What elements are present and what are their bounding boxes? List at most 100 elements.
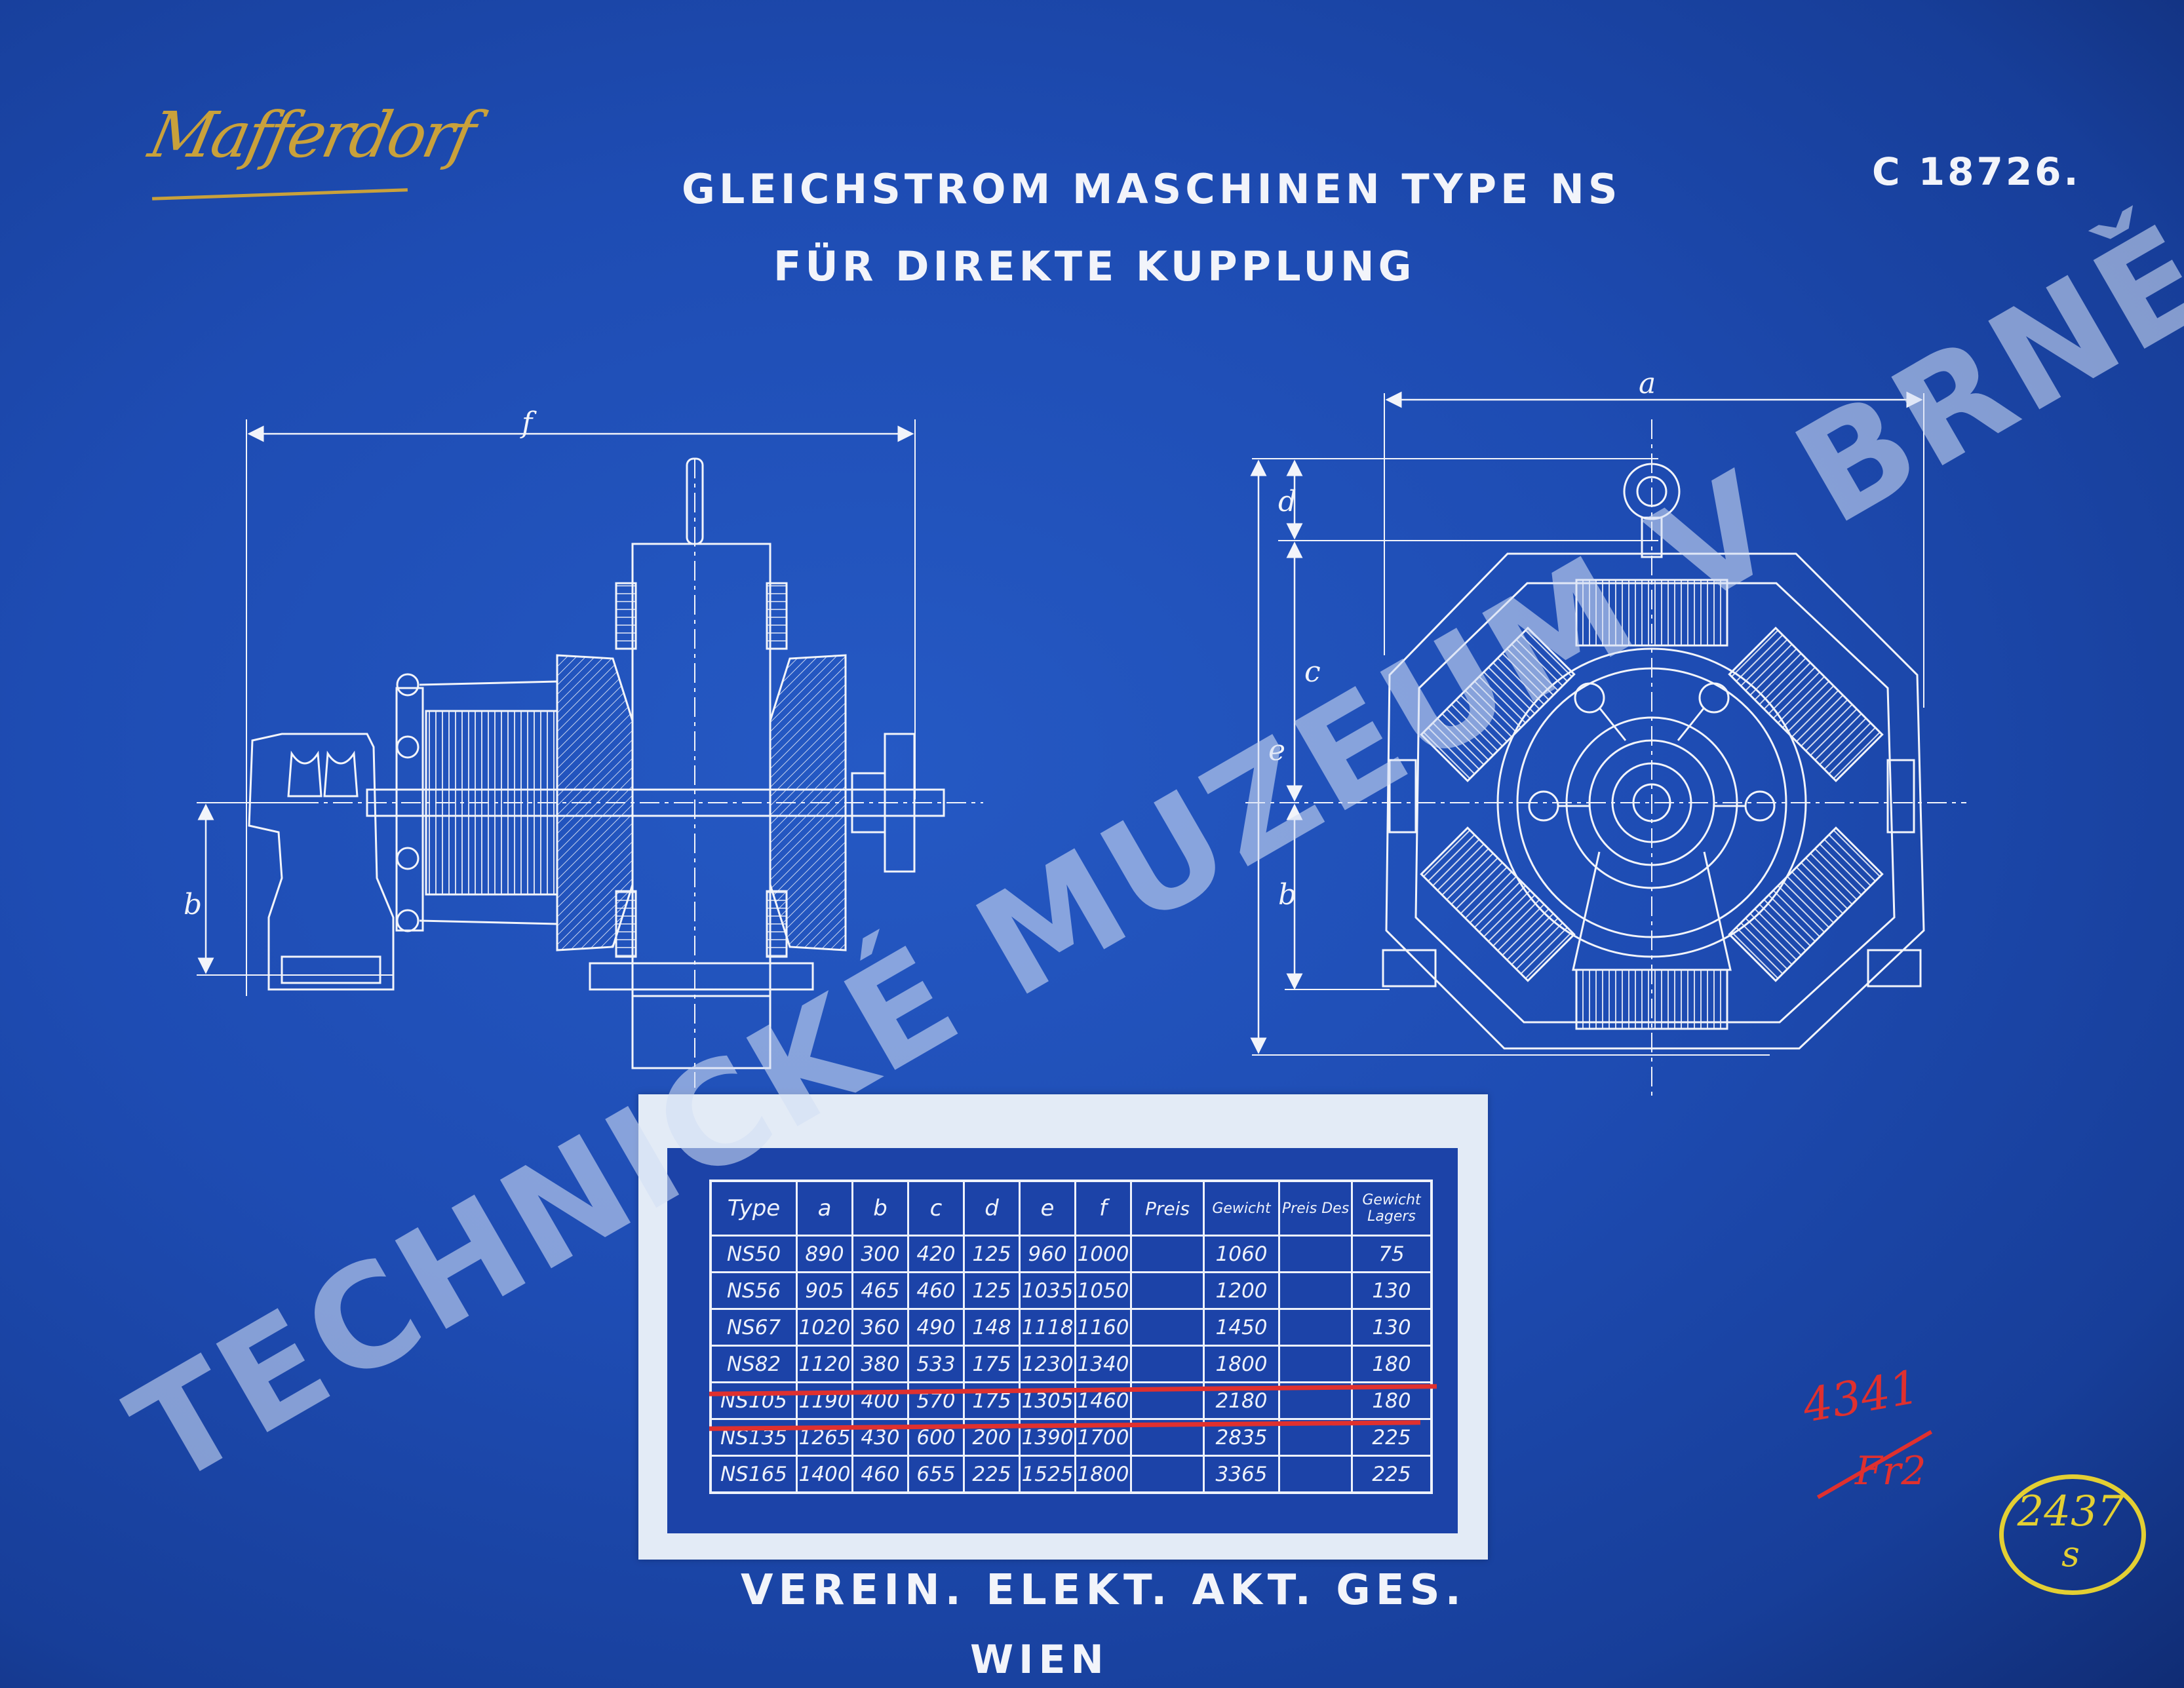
cell-gewicht-lager: 130 <box>1351 1308 1433 1347</box>
coil-bottom-left <box>615 890 637 958</box>
bearing-oil-ring-1 <box>287 750 322 797</box>
cell-preis-lager <box>1278 1418 1353 1457</box>
red-reference-sub: Fr2 <box>1855 1448 1926 1494</box>
shield-bolt-1 <box>1574 682 1605 714</box>
base-plinth <box>631 988 771 1069</box>
left-foot <box>1382 949 1437 988</box>
cell-b: 380 <box>851 1345 909 1383</box>
machine-base <box>589 962 814 991</box>
cell-c: 570 <box>907 1381 965 1420</box>
cell-f: 1340 <box>1074 1345 1132 1383</box>
header-d: d <box>963 1180 1021 1237</box>
cell-f: 1800 <box>1074 1455 1132 1494</box>
cell-preis-lager <box>1278 1235 1353 1273</box>
coil-top-left <box>615 582 637 650</box>
header-c: c <box>907 1180 965 1237</box>
cell-preis-lager <box>1278 1308 1353 1347</box>
pedestal-foot <box>281 955 381 984</box>
cell-gewicht: 3365 <box>1203 1455 1280 1494</box>
table-row: NS67 1020 360 490 148 1118 1160 1450 130 <box>709 1308 1433 1347</box>
cell-gewicht: 2180 <box>1203 1381 1280 1420</box>
header-a: a <box>796 1180 853 1237</box>
header-gewicht-lager: Gewicht Lagers <box>1351 1180 1433 1237</box>
cell-gewicht-lager: 225 <box>1351 1418 1433 1457</box>
cell-a: 1265 <box>796 1418 853 1457</box>
brush-bolt-2 <box>396 735 419 759</box>
brush-bolt-1 <box>396 673 419 697</box>
cell-type: NS165 <box>709 1455 798 1494</box>
table-row: NS56 905 465 460 125 1035 1050 1200 130 <box>709 1271 1433 1310</box>
archive-stamp-circle <box>1999 1474 2146 1595</box>
cell-gewicht: 2835 <box>1203 1418 1280 1457</box>
pole-bottom <box>1575 969 1728 1030</box>
label-b-side: b <box>184 888 202 921</box>
brush-bolt-3 <box>396 847 419 870</box>
cell-b: 465 <box>851 1271 909 1310</box>
table-row: NS135 1265 430 600 200 1390 1700 2835 22… <box>709 1418 1433 1457</box>
label-b-front: b <box>1278 878 1297 911</box>
dimension-table: Type a b c d e f Preis Gewicht Preis Des… <box>709 1180 1433 1494</box>
cell-gewicht: 1800 <box>1203 1345 1280 1383</box>
coil-top-right <box>766 582 788 650</box>
left-lug <box>1388 759 1417 834</box>
commutator <box>425 710 558 896</box>
cell-preis <box>1130 1455 1205 1494</box>
cell-f: 1160 <box>1074 1308 1132 1347</box>
right-lug <box>1886 759 1915 834</box>
cell-c: 600 <box>907 1418 965 1457</box>
cell-c: 420 <box>907 1235 965 1273</box>
lifting-eyebolt <box>686 457 704 545</box>
cell-c: 460 <box>907 1271 965 1310</box>
pole-top <box>1575 579 1728 647</box>
header-e: e <box>1019 1180 1076 1237</box>
manufacturer-name: VEREIN. ELEKT. AKT. GES. <box>741 1566 1466 1615</box>
cell-type: NS67 <box>709 1308 798 1347</box>
label-e: e <box>1268 734 1285 767</box>
armature-ring <box>1516 667 1787 938</box>
cell-e: 1230 <box>1019 1345 1076 1383</box>
bearing-housing <box>1565 716 1738 889</box>
cell-preis-lager <box>1278 1271 1353 1310</box>
cell-type: NS82 <box>709 1345 798 1383</box>
coil-bottom-right <box>766 890 788 958</box>
table-row: NS165 1400 460 655 225 1525 1800 3365 22… <box>709 1455 1433 1494</box>
cell-f: 1460 <box>1074 1381 1132 1420</box>
cell-preis <box>1130 1235 1205 1273</box>
header-gewicht: Gewicht <box>1203 1180 1280 1237</box>
cell-gewicht: 1060 <box>1203 1235 1280 1273</box>
title-line-2: FÜR DIREKTE KUPPLUNG <box>773 242 1416 290</box>
octagonal-yoke-outer <box>1385 552 1925 1050</box>
cell-gewicht-lager: 75 <box>1351 1235 1433 1273</box>
brush-rod-1 <box>419 680 558 686</box>
cell-f: 1050 <box>1074 1271 1132 1310</box>
bearing-support <box>1572 851 1732 971</box>
cell-gewicht-lager: 130 <box>1351 1271 1433 1310</box>
header-preis: Preis <box>1130 1180 1205 1237</box>
bearing-oil-ring-2 <box>323 750 359 797</box>
coupling-flange <box>884 733 916 873</box>
cell-preis <box>1130 1308 1205 1347</box>
manufacturer-city: WIEN <box>970 1637 1109 1683</box>
pole-lower-left <box>1420 826 1576 982</box>
shield-bolt-2 <box>1698 682 1730 714</box>
cell-a: 1400 <box>796 1455 853 1494</box>
cell-d: 200 <box>963 1418 1021 1457</box>
cell-type: NS135 <box>709 1418 798 1457</box>
cell-gewicht-lager: 180 <box>1351 1345 1433 1383</box>
cell-gewicht-lager: 225 <box>1351 1455 1433 1494</box>
cell-b: 360 <box>851 1308 909 1347</box>
label-c: c <box>1304 655 1321 689</box>
archive-stamp-sub: s <box>2061 1533 2080 1575</box>
cell-preis <box>1130 1418 1205 1457</box>
cell-d: 175 <box>963 1381 1021 1420</box>
cell-a: 905 <box>796 1271 853 1310</box>
header-type: Type <box>709 1180 798 1237</box>
cell-d: 125 <box>963 1235 1021 1273</box>
label-a: a <box>1639 367 1656 400</box>
cell-b: 300 <box>851 1235 909 1273</box>
cell-preis-lager <box>1278 1345 1353 1383</box>
pole-upper-right <box>1728 626 1884 782</box>
title-line-1: GLEICHSTROM MASCHINEN TYPE NS <box>682 165 1622 213</box>
table-row: NS82 1120 380 533 175 1230 1340 1800 180 <box>709 1345 1433 1383</box>
